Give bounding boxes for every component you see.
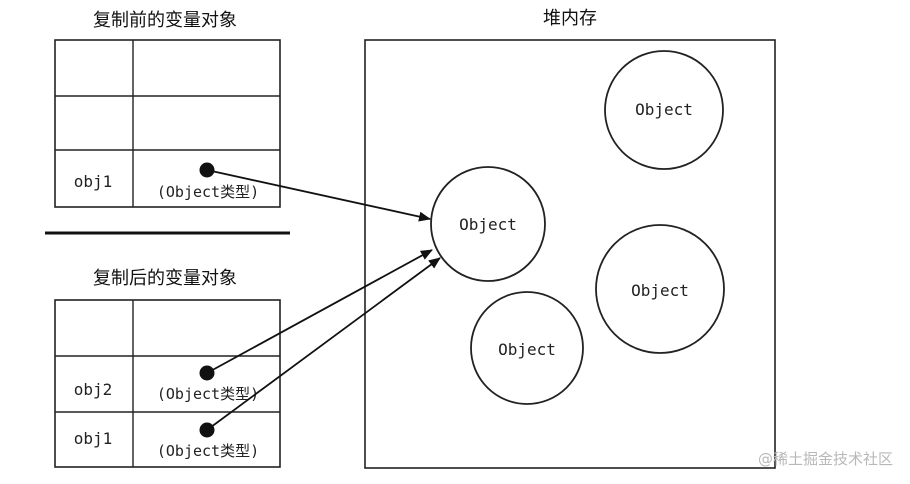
before-table-frame (54, 39, 281, 208)
before-obj1-name: obj1 (74, 172, 113, 191)
after-obj1-value: (Object类型) (157, 442, 259, 460)
after-obj2-name: obj2 (74, 380, 113, 399)
before-title: 复制前的变量对象 (93, 10, 237, 31)
heap-object-label: Object (498, 340, 556, 359)
heap-object-label: Object (459, 215, 517, 234)
heap-object-label: Object (631, 281, 689, 300)
after-table-frame (54, 299, 281, 468)
heap-object-target: Object (430, 166, 546, 282)
after-title: 复制后的变量对象 (93, 268, 237, 289)
after-variable-table: obj2 (Object类型) obj1 (Object类型) (54, 299, 281, 468)
heap-object: Object (470, 291, 584, 405)
before-variable-table: obj1 (Object类型) (54, 39, 281, 208)
before-obj1-value: (Object类型) (157, 183, 259, 201)
heap-object-label: Object (635, 100, 693, 119)
heap-object-circle (470, 291, 584, 405)
before-obj1-reference-arrow (206, 169, 431, 222)
heap-object: Object (595, 224, 725, 354)
after-obj2-value: (Object类型) (157, 385, 259, 403)
heap-object-circle (430, 166, 546, 282)
after-obj1-name: obj1 (74, 429, 113, 448)
heap-title: 堆内存 (543, 8, 597, 29)
after-obj1-reference-arrow (206, 257, 441, 431)
heap-object-circle (604, 50, 724, 170)
heap-object-circle (595, 224, 725, 354)
after-obj2-reference-arrow (206, 249, 433, 374)
watermark: @稀土掘金技术社区 (758, 450, 893, 468)
heap-object: Object (604, 50, 724, 170)
heap-frame (364, 39, 776, 469)
